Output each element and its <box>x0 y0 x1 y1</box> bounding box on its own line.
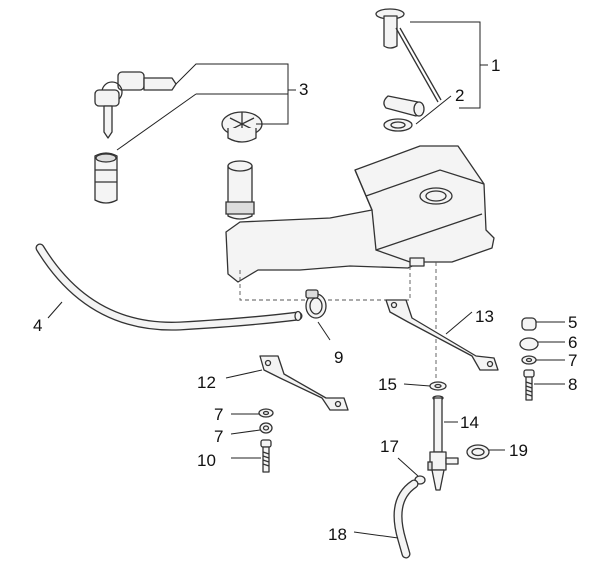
callout-10: 10 <box>197 451 216 470</box>
callout-4: 4 <box>33 316 42 335</box>
bracket-13-part <box>385 299 499 371</box>
callout-15: 15 <box>378 375 397 394</box>
lock-set-part <box>94 71 263 204</box>
callout-14: 14 <box>460 413 479 432</box>
fuel-tap-14-part <box>427 395 459 491</box>
callout-7-right: 7 <box>568 351 577 370</box>
clip-19-part <box>466 444 490 460</box>
callout-2: 2 <box>455 86 464 105</box>
callout-9: 9 <box>334 348 343 367</box>
leader-12 <box>225 369 263 379</box>
callout-12: 12 <box>197 373 216 392</box>
callout-17: 17 <box>380 437 399 456</box>
callout-7-upper: 7 <box>214 405 223 424</box>
callout-3: 3 <box>299 80 308 99</box>
callout-5: 5 <box>568 313 577 332</box>
leader-3 <box>116 63 296 151</box>
leader-18 <box>353 531 399 539</box>
callout-6: 6 <box>568 333 577 352</box>
washers-bolt-part <box>258 408 274 473</box>
callout-18: 18 <box>328 525 347 544</box>
callout-13: 13 <box>475 307 494 326</box>
damper-stack-part <box>519 317 539 401</box>
leader-17 <box>397 457 419 477</box>
bracket-12-part <box>259 355 349 411</box>
callout-7-lower: 7 <box>214 427 223 446</box>
leader-2 <box>415 95 452 125</box>
leader-4 <box>47 301 63 319</box>
fuel-sender-part <box>375 8 442 132</box>
leader-13 <box>445 311 473 335</box>
washer-15-part <box>429 381 447 391</box>
leader-7b <box>230 429 261 435</box>
callout-1: 1 <box>491 56 500 75</box>
callout-19: 19 <box>509 441 528 460</box>
leader-1 <box>410 21 488 109</box>
leader-9 <box>317 321 331 341</box>
leader-15 <box>403 383 431 387</box>
callout-8: 8 <box>568 375 577 394</box>
fuel-tank-part <box>225 145 495 283</box>
clamp-9-part <box>305 289 327 319</box>
